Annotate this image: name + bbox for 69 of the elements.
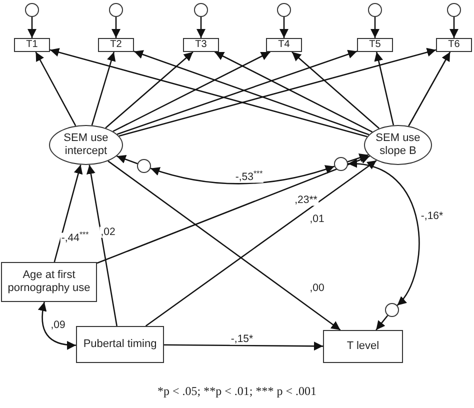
error-circle [194, 3, 208, 17]
arrow [292, 52, 380, 129]
arrow [347, 153, 369, 162]
node-label: T2 [109, 39, 123, 51]
node-label: T4 [277, 39, 291, 51]
error-circle [368, 3, 382, 17]
error-circle [277, 3, 291, 17]
latent-ellipse [49, 125, 123, 165]
arrow [112, 17, 120, 38]
arrow [370, 17, 380, 38]
latent-ellipse [364, 125, 432, 165]
arrow [164, 342, 323, 351]
node-label: Age at first pornography use [6, 269, 92, 295]
node-label: Pubertal timing [82, 338, 158, 351]
arrow [150, 164, 335, 184]
edge-label: ,02 [100, 226, 116, 238]
edge-label: -,15* [230, 334, 254, 344]
error-circle [447, 3, 461, 17]
variable-box [357, 38, 393, 52]
edge-label: ,00 [308, 282, 326, 294]
arrow [408, 52, 451, 126]
arrow [116, 154, 138, 164]
edge-label: -,16* [420, 210, 444, 222]
error-circle [385, 303, 399, 317]
arrow [118, 48, 436, 137]
arrow [38, 302, 76, 350]
variable-box [98, 38, 134, 52]
node-label: T5 [368, 39, 382, 51]
node-label: T3 [194, 39, 208, 51]
arrow [145, 160, 377, 327]
error-circle [137, 159, 151, 173]
edge-label: -,53$^{***}$ [234, 172, 264, 182]
node-label: T1 [25, 39, 39, 51]
variable-box [1, 262, 97, 302]
caption: *p < .05; **p < .01; *** p < .001 [156, 383, 318, 400]
error-circle [334, 157, 348, 171]
arrow [112, 51, 270, 132]
arrow [54, 164, 83, 262]
arrow [280, 17, 288, 38]
edge-label: ,09 [50, 320, 66, 330]
node-label: SEM use intercept [62, 132, 110, 158]
arrow [108, 160, 341, 331]
arrow [28, 17, 36, 38]
node-label: T level [346, 340, 380, 353]
arrow [91, 52, 116, 126]
arrow [105, 52, 194, 128]
variable-box [266, 38, 302, 52]
arrow [374, 52, 394, 126]
edge-label: ,01 [308, 214, 326, 224]
arrow [450, 17, 458, 38]
node-label: T6 [447, 39, 461, 51]
arrow [376, 315, 388, 330]
error-circle [109, 3, 123, 17]
arrow [348, 160, 420, 306]
edge-label: ,23** [294, 194, 318, 206]
arrow [214, 51, 373, 133]
arrow [50, 48, 368, 138]
node-label: SEM use slope B [374, 132, 422, 158]
variable-box [323, 330, 403, 363]
arrow [86, 164, 118, 326]
arrow [96, 155, 370, 264]
arrow [196, 17, 206, 38]
arrow [35, 52, 76, 126]
variable-box [14, 38, 50, 52]
variable-box [183, 38, 219, 52]
edge-label: -,44$^{***}$ [60, 232, 90, 244]
variable-box [436, 38, 472, 52]
variable-box [76, 326, 164, 363]
error-circle [25, 3, 39, 17]
